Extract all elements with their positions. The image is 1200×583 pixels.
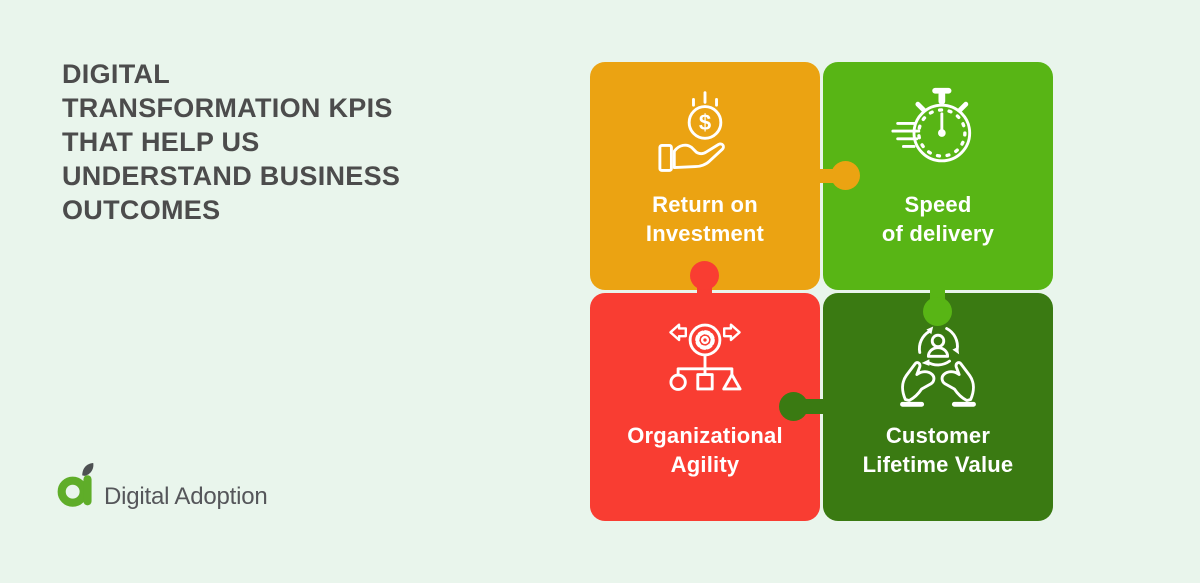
person-shoulders — [926, 346, 950, 358]
stopwatch-body — [912, 103, 972, 163]
digital-adoption-mark-icon — [57, 463, 94, 507]
dollar-sign: $ — [699, 110, 711, 135]
puzzle-piece-customer-lifetime-value: Customer Lifetime Value — [823, 293, 1053, 521]
cycle-arrowhead-right — [952, 346, 960, 355]
cycle-arc-right — [945, 327, 959, 352]
logo-a-bowl — [57, 476, 88, 507]
gear-ring — [688, 323, 722, 357]
cycle-arrowhead-bottom — [921, 359, 930, 366]
org-structure-gear-icon — [669, 323, 742, 391]
org-chart-lines — [676, 353, 734, 376]
stopwatch-left-lug — [915, 101, 926, 113]
stopwatch-icon — [891, 87, 972, 163]
stopwatch-ticks — [917, 108, 967, 158]
gear-teeth — [695, 330, 715, 350]
kpi-label-organizational-agility: Organizational Agility — [627, 423, 783, 477]
org-node-square — [696, 373, 714, 391]
left-arrow-icon — [669, 323, 687, 342]
cycle-arrowhead-top — [926, 326, 934, 335]
kpi-puzzle-grid: $ Return on Investment Speed of delivery — [590, 62, 1053, 521]
person-head — [930, 333, 946, 349]
org-node-circle — [669, 373, 687, 391]
right-arrow-icon — [723, 323, 741, 342]
left-hand — [901, 361, 936, 402]
kpi-label-speed-of-delivery: Speed of delivery — [881, 192, 995, 246]
coin-rays — [692, 91, 718, 107]
kpi-label-customer-lifetime-value: Customer Lifetime Value — [862, 423, 1014, 477]
hands-customer-cycle-icon — [900, 326, 976, 407]
cycle-arc-left — [917, 329, 931, 354]
right-hand — [940, 361, 975, 402]
gear-hub — [700, 335, 710, 345]
speed-lines — [891, 121, 921, 148]
page-title: DIGITAL TRANSFORMATION KPIS THAT HELP US… — [62, 59, 401, 225]
coin-circle — [687, 105, 723, 140]
puzzle-piece-return-on-investment: $ Return on Investment — [590, 62, 820, 290]
kpi-label-return-on-investment: Return on Investment — [645, 192, 765, 246]
stopwatch-right-lug — [957, 101, 969, 113]
puzzle-piece-organizational-agility: Organizational Agility — [590, 293, 820, 521]
right-hand-group — [940, 361, 976, 407]
puzzle-piece-speed-of-delivery: Speed of delivery — [823, 62, 1053, 290]
logo-text: Digital Adoption — [104, 483, 268, 510]
digital-adoption-logo: Digital Adoption — [57, 463, 268, 510]
hand-sleeve — [658, 144, 673, 172]
leaf-icon — [82, 463, 94, 476]
hand-coin-icon: $ — [658, 91, 725, 172]
cycle-arc-bottom — [926, 359, 951, 367]
org-node-triangle — [722, 373, 742, 391]
open-hand — [672, 142, 725, 169]
stopwatch-pivot — [938, 129, 946, 137]
